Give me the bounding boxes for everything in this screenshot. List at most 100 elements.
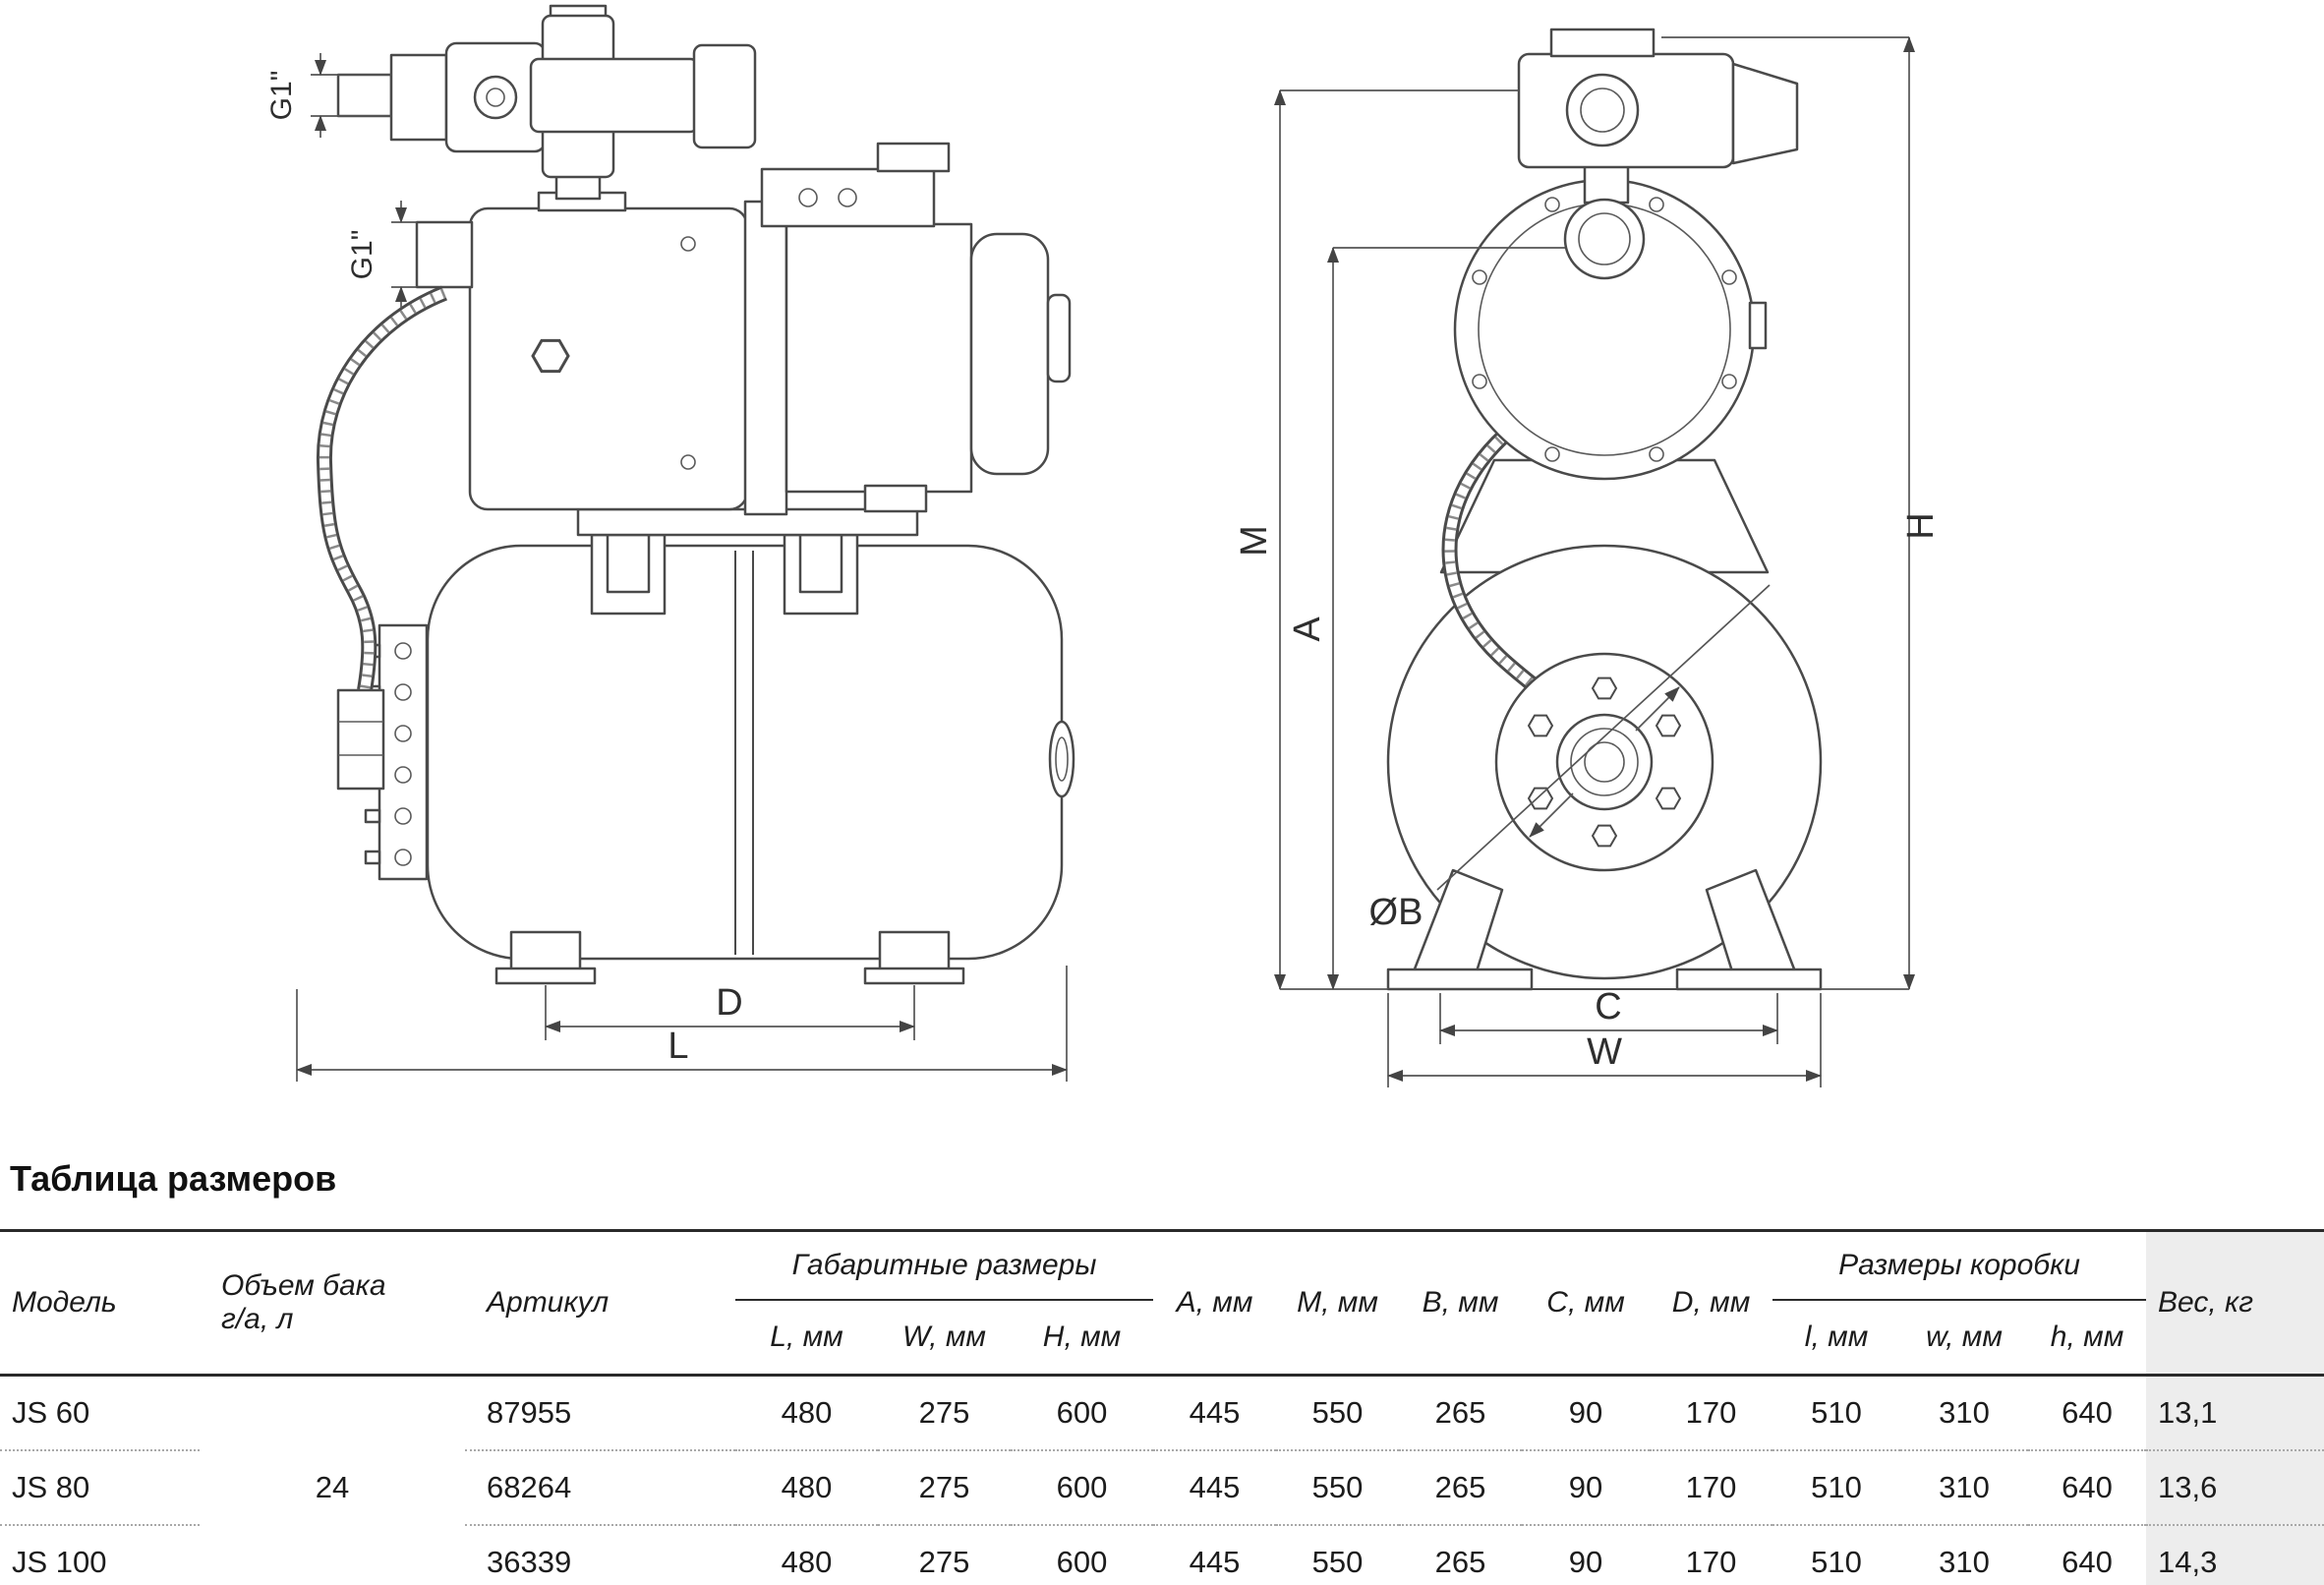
cell-d: 170 [1650,1449,1773,1525]
cell-w: 275 [918,1395,970,1430]
technical-drawing: G1" G1" D L [265,4,1942,1087]
col-header-box-l: l, мм [1804,1321,1869,1353]
col-header-a: A, мм [1176,1286,1253,1319]
dim-b-label: ØB [1369,892,1423,933]
motor-side [743,142,1072,516]
cell-article: 68264 [465,1449,735,1525]
cell-box-h: 640 [2062,1395,2113,1430]
cell-m: 550 [1276,1524,1400,1585]
dim-g1-top: G1" [265,53,391,138]
dim-a: A [1287,247,1565,990]
col-header-weight: Вес, кг [2146,1230,2324,1376]
cell-model: JS 60 [12,1395,90,1430]
table-row-js100: JS 100 36339 480 275 600 445 550 265 90 … [0,1524,2324,1585]
cell-box-w: 310 [1939,1395,1990,1430]
dim-l-label: L [668,1026,688,1067]
tank-volume-line2: г/а, л [221,1303,294,1335]
pump-front [1453,178,1768,481]
table-row-js60: JS 60 24 87955 480 275 600 445 550 265 9… [0,1375,2324,1504]
col-header-tank-volume: Объем бака г/а, л [200,1231,465,1376]
cell-b: 265 [1434,1395,1486,1430]
header-row-groups: Модель Объем бака г/а, л Артикул Габарит… [0,1230,2324,1376]
cell-h: 600 [1011,1524,1154,1585]
col-header-b: B, мм [1422,1286,1499,1319]
dim-d-label: D [716,982,742,1024]
cell-a: 445 [1153,1524,1277,1585]
cell-c: 90 [1522,1524,1651,1585]
g1-inlet-label: G1" [346,230,378,280]
dim-w-label: W [1587,1031,1622,1073]
cell-box-l: 510 [1772,1449,1901,1525]
cell-weight: 13,6 [2146,1449,2324,1525]
col-header-h: H, мм [1042,1321,1122,1353]
dim-a-label: A [1287,616,1328,642]
cell-h: 600 [1011,1449,1154,1525]
col-header-m: M, мм [1297,1286,1378,1319]
cell-w: 275 [878,1524,1011,1585]
hose-side [316,285,447,791]
cell-box-h: 640 [2028,1524,2147,1585]
cell-l: 480 [735,1449,878,1525]
dim-h: H [1661,36,1942,990]
col-header-box-h: h, мм [2050,1321,2124,1353]
dim-d: D [545,982,915,1040]
cell-l: 480 [781,1395,833,1430]
pressure-switch-front [1517,28,1799,280]
cell-l: 480 [735,1524,878,1585]
cell-h: 600 [1056,1395,1108,1430]
dim-c-label: C [1595,986,1621,1027]
tank-volume-line1: Объем бака [221,1268,386,1302]
pressure-switch-side [336,4,757,201]
cell-box-l: 510 [1772,1524,1901,1585]
dimensions-table: Модель Объем бака г/а, л Артикул Габарит… [0,1229,2324,1585]
header-row-sub: L, мм W, мм H, мм l, мм w, мм h, мм [0,1300,2324,1376]
cell-m: 550 [1311,1395,1364,1430]
col-header-d: D, мм [1671,1286,1751,1319]
cell-a: 445 [1153,1449,1277,1525]
dim-b: ØB [1369,584,1771,933]
cell-box-h: 640 [2028,1449,2147,1525]
cell-b: 265 [1399,1449,1523,1525]
cell-article: 87955 [487,1395,572,1430]
tank-side [426,544,1075,961]
col-header-w: W, мм [901,1321,986,1353]
col-header-c: C, мм [1546,1286,1625,1319]
cell-c: 90 [1568,1395,1603,1430]
cell-model: JS 80 [0,1449,200,1525]
dim-g1-inlet: G1" [346,201,417,309]
stand-legs [1386,868,1823,991]
dim-c: C [1439,986,1778,1044]
dim-l: L [296,966,1068,1082]
cell-weight: 14,3 [2146,1524,2324,1585]
col-group-overall-dimensions: Габаритные размеры [735,1230,1154,1301]
front-view: M A H ØB [1234,28,1942,1087]
cell-w: 275 [878,1449,1011,1525]
cell-box-w: 310 [1900,1524,2029,1585]
tank-feet-side [494,930,965,985]
col-header-l: L, мм [770,1321,843,1353]
cell-tank-volume: 24 [315,1470,350,1504]
cell-a: 445 [1189,1395,1241,1430]
cell-d: 170 [1685,1395,1737,1430]
table-row-js80: JS 80 68264 480 275 600 445 550 265 90 1… [0,1449,2324,1525]
dim-h-label: H [1900,512,1942,539]
dim-w: W [1387,993,1822,1087]
cell-d: 170 [1650,1524,1773,1585]
cell-model: JS 100 [0,1524,200,1585]
pump-body-side [415,191,749,511]
col-header-box-w: w, мм [1926,1321,2003,1353]
cell-m: 550 [1276,1449,1400,1525]
dim-m: M [1234,89,1519,990]
cell-box-w: 310 [1900,1449,2029,1525]
g1-top-label: G1" [265,71,298,121]
cell-article: 36339 [465,1524,735,1585]
col-header-article: Артикул [487,1286,610,1319]
col-group-box-dimensions: Размеры коробки [1772,1230,2147,1301]
side-view: G1" G1" D L [265,4,1075,1082]
tank-flange-front [1494,652,1714,872]
cell-weight: 13,1 [2146,1375,2324,1450]
cell-b: 265 [1399,1524,1523,1585]
cell-c: 90 [1522,1449,1651,1525]
table-title: Таблица размеров [10,1158,337,1199]
cell-box-l: 510 [1811,1395,1862,1430]
